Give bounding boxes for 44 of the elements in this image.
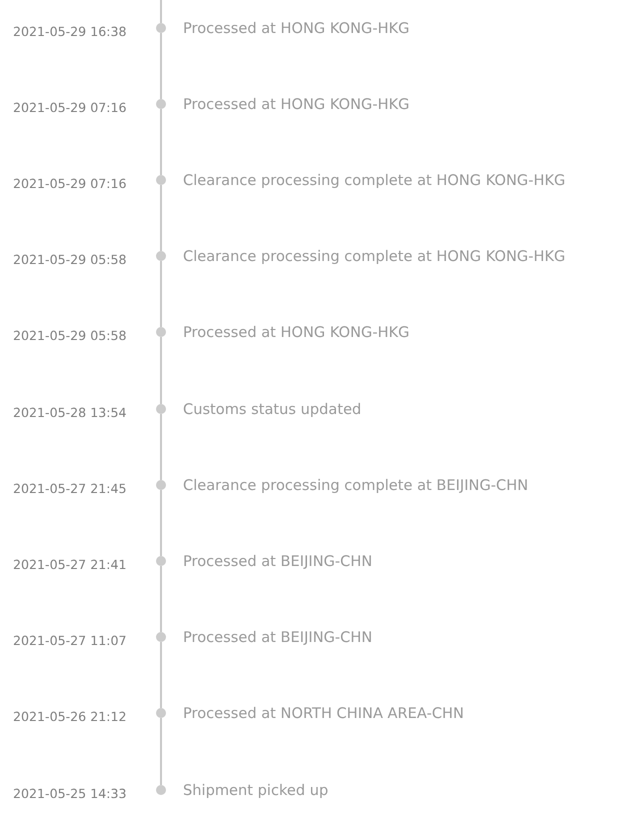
event-text: Customs status updated <box>183 401 362 419</box>
timeline-dot <box>156 785 166 795</box>
timestamp: 2021-05-26 21:12 <box>13 709 126 725</box>
timeline-line <box>160 337 162 404</box>
timestamp: 2021-05-28 13:54 <box>13 405 126 421</box>
timeline-line <box>160 185 162 251</box>
timeline-dot <box>156 404 166 414</box>
timeline-dot <box>156 708 166 718</box>
event-text: Processed at HONG KONG-HKG <box>183 96 410 114</box>
timestamp: 2021-05-27 21:45 <box>13 481 126 497</box>
timeline-dot <box>156 99 166 109</box>
event-text: Clearance processing complete at BEIJING-CHN <box>183 477 528 495</box>
timeline-dot <box>156 175 166 185</box>
timeline-dot <box>156 23 166 33</box>
event-text: Processed at HONG KONG-HKG <box>183 324 410 342</box>
event-text: Clearance processing complete at HONG KONG-HKG <box>183 172 566 190</box>
timeline-dot <box>156 251 166 261</box>
timestamp: 2021-05-29 07:16 <box>13 176 126 192</box>
timeline-line <box>160 490 162 556</box>
timestamp: 2021-05-25 14:33 <box>13 786 126 802</box>
timestamp: 2021-05-29 05:58 <box>13 252 126 268</box>
timestamp: 2021-05-29 05:58 <box>13 328 126 344</box>
timeline-line <box>160 566 162 632</box>
timestamp: 2021-05-29 16:38 <box>13 24 126 40</box>
timeline-dot <box>156 556 166 566</box>
event-text: Processed at HONG KONG-HKG <box>183 20 410 38</box>
event-text: Processed at BEIJING-CHN <box>183 553 372 571</box>
timeline-line <box>160 109 162 175</box>
timestamp: 2021-05-27 11:07 <box>13 633 126 649</box>
timestamp: 2021-05-27 21:41 <box>13 557 126 573</box>
event-text: Processed at NORTH CHINA AREA-CHN <box>183 705 464 723</box>
timeline-line <box>160 0 162 23</box>
timeline-dot <box>156 480 166 490</box>
event-text: Shipment picked up <box>183 782 328 800</box>
timeline-line <box>160 261 162 327</box>
event-text: Clearance processing complete at HONG KONG-HKG <box>183 248 566 266</box>
event-text: Processed at BEIJING-CHN <box>183 629 372 647</box>
timeline-line <box>160 642 162 708</box>
timestamp: 2021-05-29 07:16 <box>13 100 126 116</box>
timeline-line <box>160 414 162 480</box>
timeline-dot <box>156 632 166 642</box>
timeline-line <box>160 33 162 99</box>
timeline-line <box>160 718 162 785</box>
timeline-dot <box>156 327 166 337</box>
